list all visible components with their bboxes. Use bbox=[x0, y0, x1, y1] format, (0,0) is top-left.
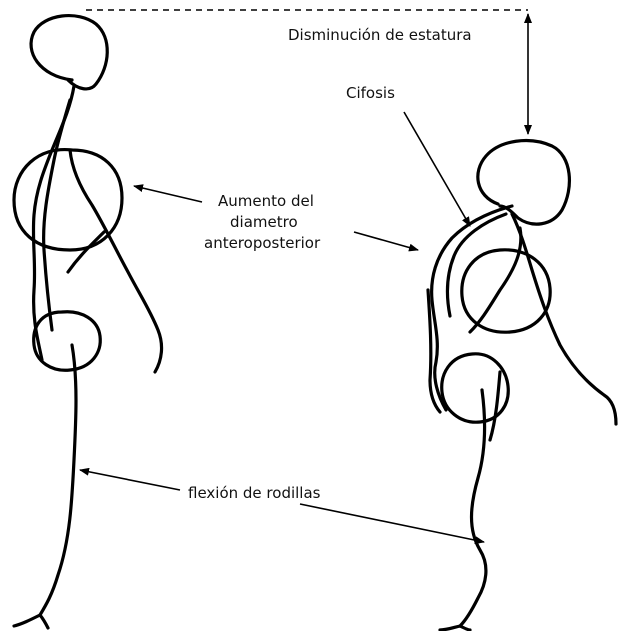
stooped-figure bbox=[428, 141, 616, 630]
upright-back-line bbox=[33, 86, 74, 360]
stooped-front-line bbox=[470, 228, 521, 332]
kyphosis-arrow bbox=[404, 112, 470, 226]
ap-diameter-label-2: diametro bbox=[230, 213, 298, 231]
upright-leg bbox=[40, 345, 76, 615]
upright-pelvis-circle bbox=[34, 312, 101, 371]
height-loss-label: Disminución de estatura bbox=[288, 26, 472, 44]
upright-inner-line bbox=[70, 150, 162, 372]
stooped-leg-front bbox=[490, 372, 500, 440]
ap-diameter-label-3: anteroposterior bbox=[204, 234, 321, 252]
stooped-inner-line bbox=[512, 214, 616, 424]
knee-flexion-arrow-right bbox=[300, 504, 484, 542]
stooped-leg bbox=[460, 390, 486, 626]
upright-front-line bbox=[68, 232, 104, 272]
knee-flexion-arrow-left bbox=[80, 470, 180, 490]
stooped-thorax-circle bbox=[462, 250, 550, 332]
upright-head bbox=[31, 16, 107, 89]
ap-diameter-label-1: Aumento del bbox=[218, 192, 314, 210]
ap-diameter-arrow-right bbox=[354, 232, 418, 250]
kyphosis-label: Cifosis bbox=[346, 84, 395, 102]
upright-foot bbox=[14, 615, 48, 628]
stooped-foot bbox=[440, 626, 470, 630]
knee-flexion-label: flexión de rodillas bbox=[188, 484, 321, 502]
ap-diameter-arrow-left bbox=[134, 186, 202, 202]
stooped-back-line-2 bbox=[447, 214, 506, 316]
upright-thorax-circle bbox=[14, 150, 122, 250]
upright-figure bbox=[14, 16, 162, 628]
